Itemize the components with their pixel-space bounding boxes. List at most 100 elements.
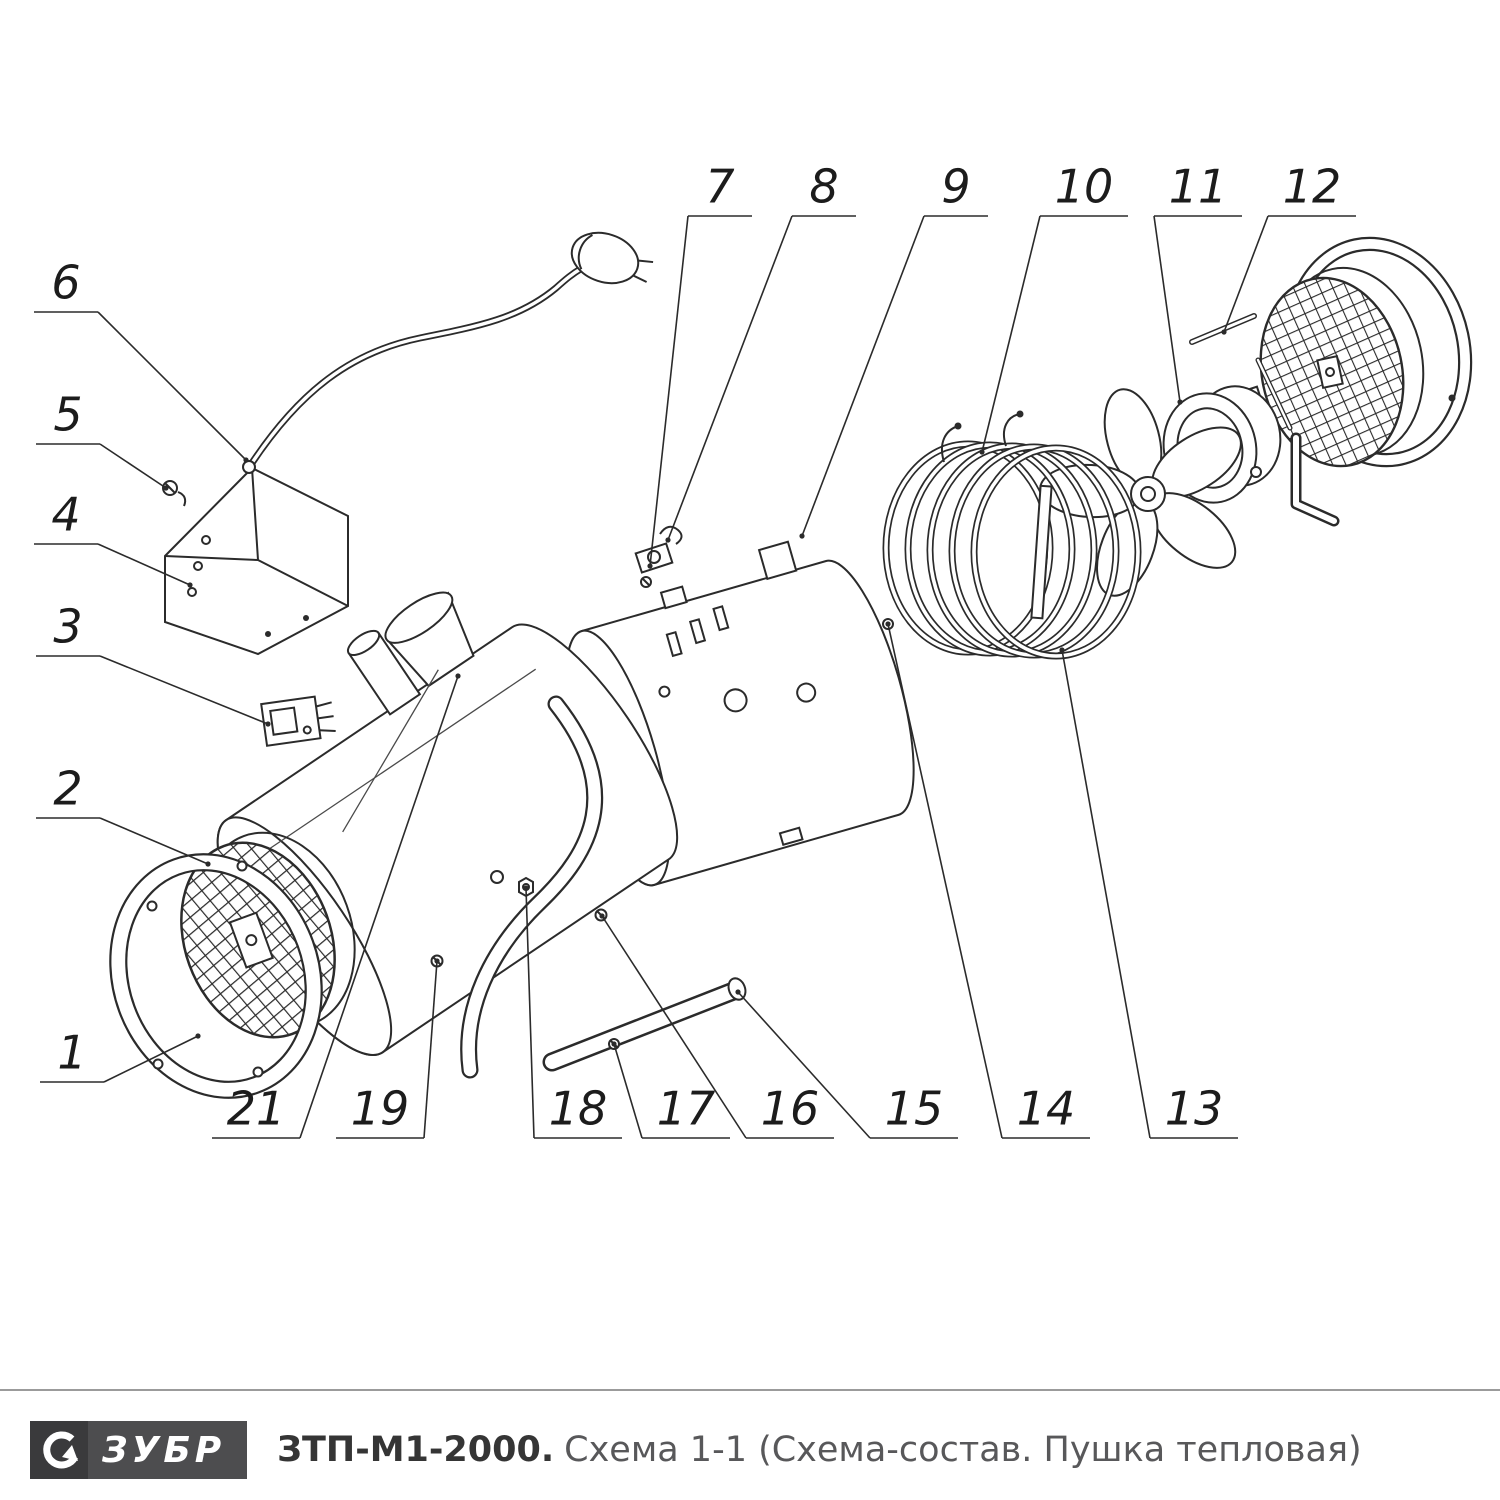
callout-number-9: 9 [941,160,970,214]
callout-target-dot-1 [195,1033,201,1039]
callout-leader-12 [1223,215,1269,333]
callout-target-dot-3 [265,721,271,727]
callout-target-dot-10 [979,449,985,455]
callout-21: 21 [212,673,461,1139]
front-ring [109,853,323,1099]
callout-leader-6 [97,311,247,461]
callout-target-dot-6 [243,457,249,463]
callout-leader-7 [649,215,689,567]
callout-4: 4 [34,488,193,588]
callout-number-4: 4 [51,488,80,542]
callout-2: 2 [36,762,211,867]
callout-target-dot-12 [1221,329,1227,335]
callout-target-dot-19 [434,958,440,964]
callout-leader-9 [801,215,925,537]
power-cord [242,264,586,474]
callout-target-dot-15 [735,989,741,995]
callout-leader-16 [601,915,747,1139]
callout-number-13: 13 [1165,1082,1224,1136]
callout-number-10: 10 [1055,160,1114,214]
switch [260,695,336,747]
callout-6: 6 [34,256,249,463]
zubr-logo-text: ЗУБР [102,1429,226,1471]
callout-target-dot-2 [205,861,211,867]
drawing-caption: ЗТП-М1-2000.Схема 1-1 (Схема-состав. Пуш… [277,1430,1362,1470]
callout-leader-2 [99,817,209,865]
rear-grille-mesh [1259,266,1425,468]
callout-number-18: 18 [549,1082,608,1136]
callout-number-2: 2 [53,762,82,816]
callout-leader-5 [99,443,167,489]
zubr-logo: ЗУБР [30,1421,248,1479]
callout-number-12: 12 [1283,160,1342,214]
callout-target-dot-11 [1177,399,1183,405]
callout-11: 11 [1153,160,1242,405]
callout-10: 10 [979,160,1128,455]
callout-leader-19 [423,960,438,1139]
callout-leader-4 [97,543,191,586]
callout-target-dot-16 [599,913,605,919]
callout-number-6: 6 [51,256,80,310]
callout-number-21: 21 [227,1082,286,1136]
callout-target-dot-5 [163,485,169,491]
callout-number-8: 8 [809,160,838,214]
heating-coil [882,410,1142,660]
model-number: ЗТП-М1-2000. [277,1430,555,1470]
callout-number-1: 1 [57,1026,86,1080]
callout-leader-15 [737,991,871,1139]
callout-8: 8 [665,160,856,543]
callout-number-17: 17 [657,1082,716,1136]
callout-9: 9 [799,160,988,539]
callout-target-dot-9 [799,533,805,539]
footer-divider [0,1389,1500,1391]
callout-number-7: 7 [705,160,734,214]
zubr-emblem-icon [30,1421,88,1479]
callout-leader-18 [525,887,535,1139]
callout-target-dot-8 [665,537,671,543]
callout-target-dot-4 [187,582,193,588]
callout-number-14: 14 [1017,1082,1076,1136]
callout-target-dot-13 [1059,647,1065,653]
callout-5: 5 [36,388,169,491]
callout-leader-13 [1061,649,1151,1139]
callout-leader-10 [981,215,1041,453]
callout-target-dot-14 [885,621,891,627]
callout-number-16: 16 [761,1082,820,1136]
callout-target-dot-17 [611,1041,617,1047]
callout-leader-1 [103,1035,199,1083]
callout-leader-8 [667,215,793,541]
callout-number-15: 15 [885,1082,944,1136]
callout-1: 1 [40,1026,201,1083]
callout-15: 15 [735,989,958,1139]
callout-leader-11 [1153,215,1181,403]
callout-13: 13 [1059,647,1238,1139]
front-grille [180,831,356,1039]
callout-number-11: 11 [1169,160,1228,214]
callout-7: 7 [647,160,752,569]
control-box [164,466,349,656]
handle-tube [460,695,604,1079]
thermostat-parts [634,525,683,588]
callout-17: 17 [611,1041,730,1139]
power-plug [570,231,654,285]
callout-leader-14 [887,623,1003,1139]
callout-leader-3 [99,655,269,725]
callout-12: 12 [1221,160,1356,335]
callout-19: 19 [336,958,440,1139]
callout-number-5: 5 [53,388,82,442]
callout-target-dot-18 [523,885,529,891]
callout-target-dot-7 [647,563,653,569]
callout-14: 14 [885,621,1090,1139]
handle-bar [542,977,747,1072]
callout-16: 16 [599,913,834,1139]
hex-key [1290,432,1340,527]
callout-target-dot-21 [455,673,461,679]
callout-leader-21 [299,675,459,1139]
callout-number-3: 3 [53,600,82,654]
pin-rod [1189,313,1293,431]
footer: ЗУБР ЗТП-М1-2000.Схема 1-1 (Схема-состав… [30,1420,1480,1480]
screw-clip [162,480,187,507]
